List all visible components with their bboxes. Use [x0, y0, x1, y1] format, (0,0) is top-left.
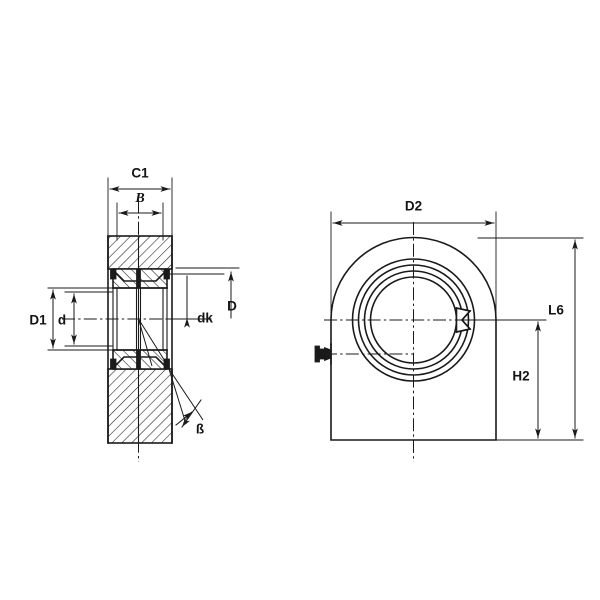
- dimension-label-b: B: [134, 191, 144, 206]
- beta-angle-leader: [138, 318, 204, 428]
- dimension-h2: H2: [459, 319, 547, 441]
- dimension-d-small: d: [58, 291, 113, 347]
- dimension-c1: C1: [107, 166, 173, 241]
- section-view: C1 B D1 d dk: [29, 166, 240, 462]
- front-view: D2 L6 H2: [314, 199, 584, 462]
- dimension-label-l6: L6: [548, 303, 564, 318]
- dimension-label-d1: D1: [29, 313, 47, 328]
- outer-ring-lower: [107, 368, 173, 444]
- outer-ring-upper: [107, 235, 173, 270]
- inner-race-upper: [110, 268, 170, 289]
- dimension-label-dk: dk: [197, 311, 213, 326]
- inner-race-lower: [110, 349, 170, 370]
- dimension-dk: dk: [167, 273, 225, 328]
- dimension-label-h2: H2: [512, 369, 529, 384]
- dimension-label-d2: D2: [405, 199, 422, 214]
- locking-notch-icon: [455, 307, 472, 333]
- dimension-label-c1: C1: [131, 166, 149, 181]
- dimension-d1: D1: [29, 287, 113, 351]
- dimension-label-d-small: d: [58, 313, 66, 328]
- dimension-d-cap: D: [175, 267, 240, 319]
- dimension-b: B: [116, 191, 164, 241]
- dimension-label-beta: ß: [196, 422, 204, 437]
- dimension-d2: D2: [330, 199, 497, 331]
- dimension-label-d-cap: D: [227, 299, 237, 314]
